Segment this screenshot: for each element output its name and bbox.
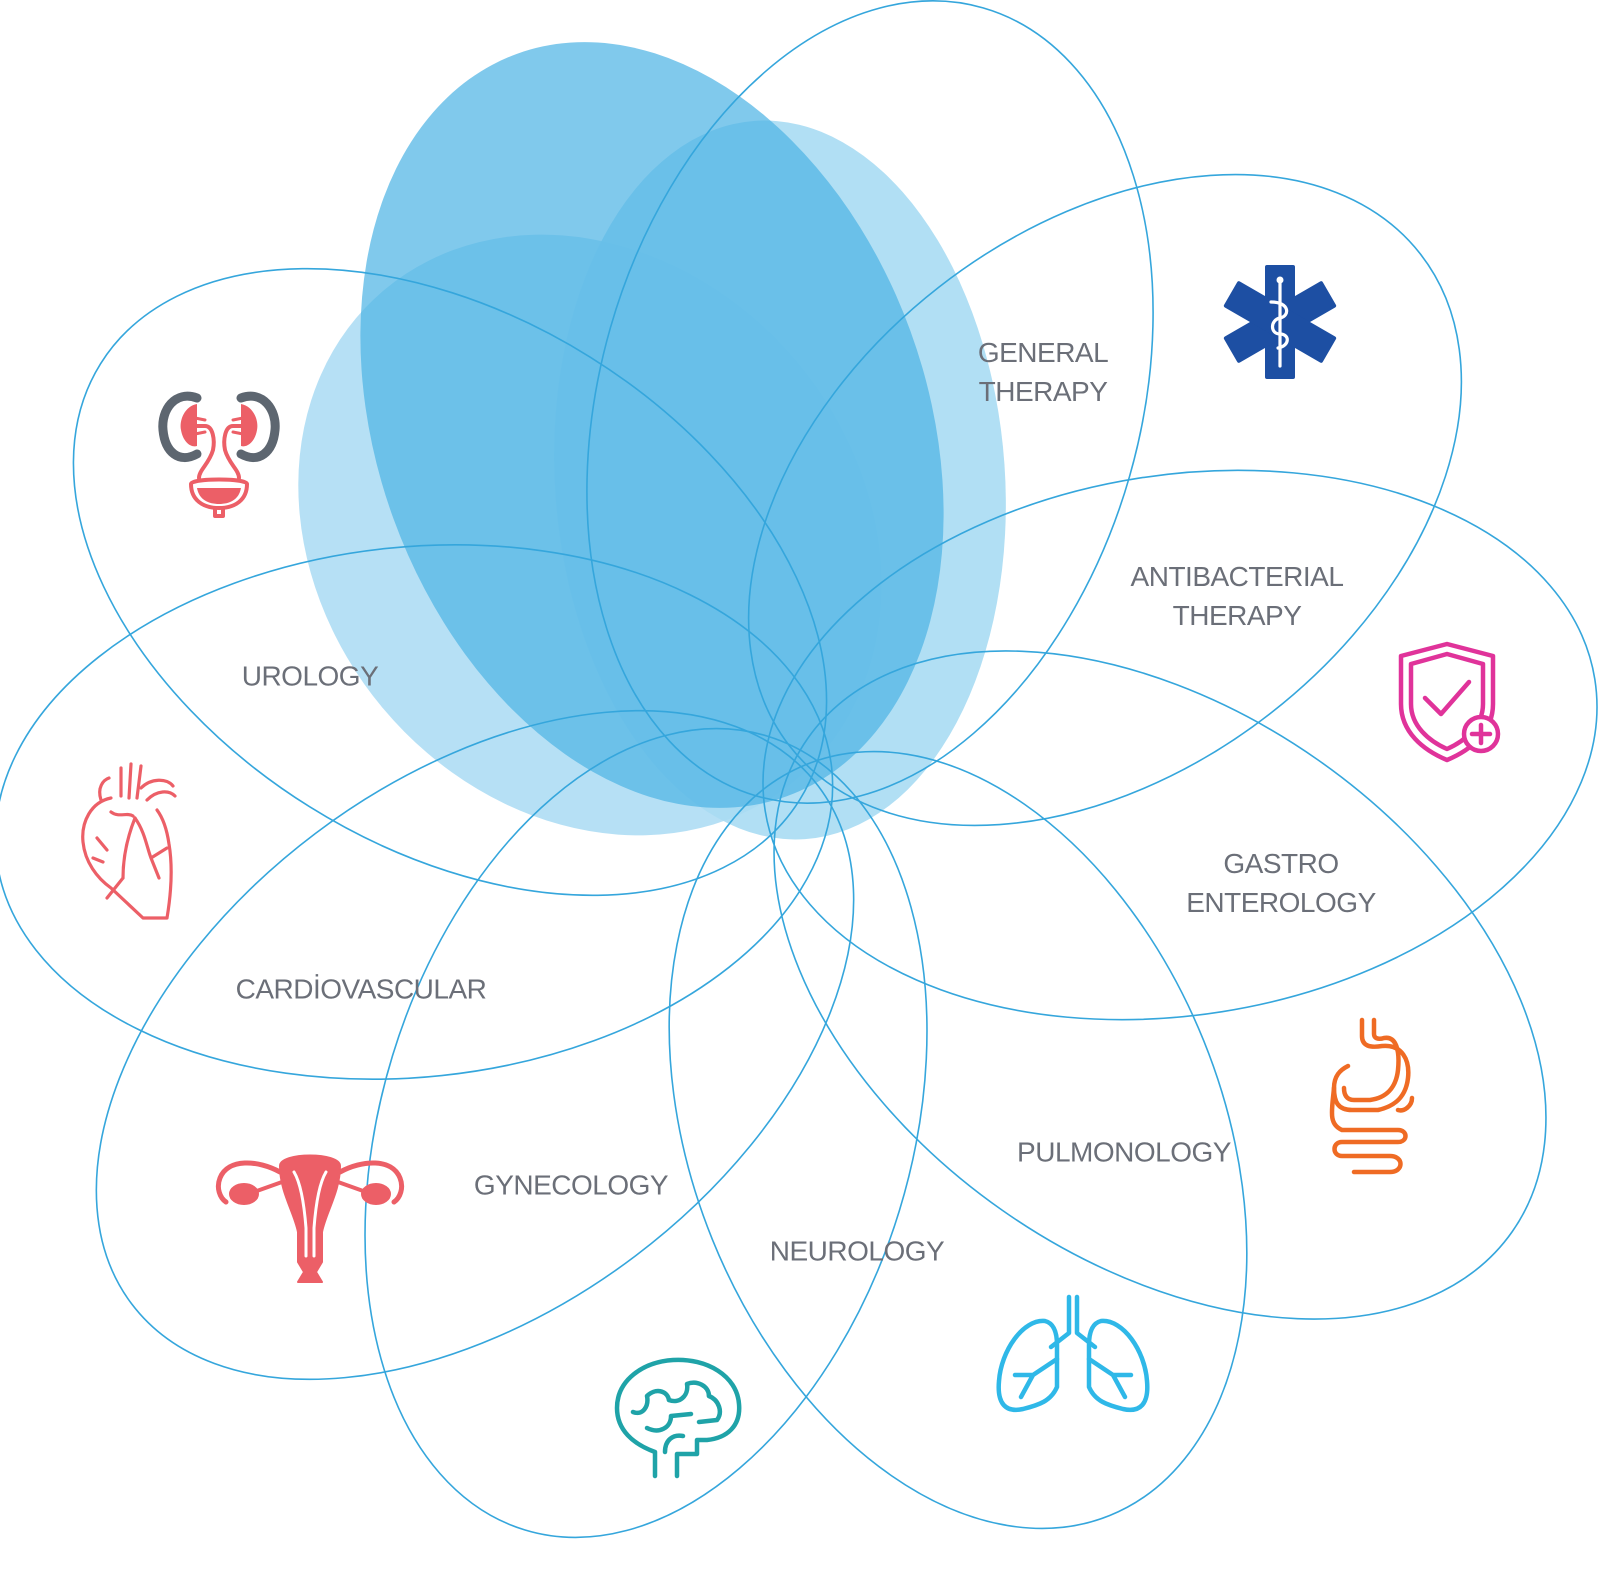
label-cardiovascular: CARDİOVASCULAR bbox=[236, 970, 487, 1009]
label-line: GYNECOLOGY bbox=[473, 1169, 669, 1201]
petal-outline-bottom-left bbox=[364, 727, 928, 1539]
petal-outline-lower-right bbox=[773, 650, 1547, 1320]
label-urology: UROLOGY bbox=[242, 657, 379, 696]
star-of-life-icon bbox=[1223, 265, 1337, 379]
petal-outline-upper-left bbox=[72, 267, 828, 897]
brain-icon bbox=[614, 1357, 742, 1479]
kidneys-bladder-icon bbox=[158, 391, 280, 518]
petal-outline-lower-left bbox=[95, 709, 855, 1381]
stomach-intestine-icon bbox=[1329, 1017, 1415, 1175]
label-neurology: NEUROLOGY bbox=[769, 1232, 945, 1271]
label-line: CARDİOVASCULAR bbox=[235, 973, 487, 1005]
lungs-icon bbox=[996, 1294, 1150, 1413]
label-line: ENTEROLOGY bbox=[1186, 887, 1376, 918]
label-pulmonology: PULMONOLOGY bbox=[1017, 1133, 1231, 1172]
petal-outline-upper-right bbox=[747, 173, 1463, 827]
petal-outline-right bbox=[762, 469, 1598, 1021]
label-line: GENERAL bbox=[977, 337, 1109, 368]
label-line: GASTRO bbox=[1223, 848, 1339, 879]
label-line: THERAPY bbox=[978, 376, 1108, 407]
heart-icon bbox=[81, 762, 177, 920]
label-antibacterial-therapy: ANTIBACTERIAL THERAPY bbox=[1131, 557, 1344, 635]
petal-outline-top bbox=[586, 0, 1154, 804]
label-gynecology: GYNECOLOGY bbox=[473, 1166, 669, 1205]
uterus-icon bbox=[215, 1154, 405, 1283]
label-line: PULMONOLOGY bbox=[1017, 1136, 1231, 1168]
petal-outline-bottom-right bbox=[668, 750, 1248, 1530]
filled-petal-center bbox=[360, 42, 944, 808]
label-line: THERAPY bbox=[1172, 600, 1302, 631]
label-line: NEUROLOGY bbox=[769, 1235, 945, 1267]
petal-outline-left bbox=[0, 544, 834, 1080]
label-line: UROLOGY bbox=[241, 660, 379, 692]
label-gastro-enterology: GASTRO ENTEROLOGY bbox=[1186, 844, 1376, 922]
filled-petals bbox=[298, 42, 1006, 840]
shield-check-plus-icon bbox=[1398, 641, 1501, 763]
label-general-therapy: GENERAL THERAPY bbox=[977, 333, 1109, 411]
label-line: ANTIBACTERIAL bbox=[1130, 561, 1344, 592]
